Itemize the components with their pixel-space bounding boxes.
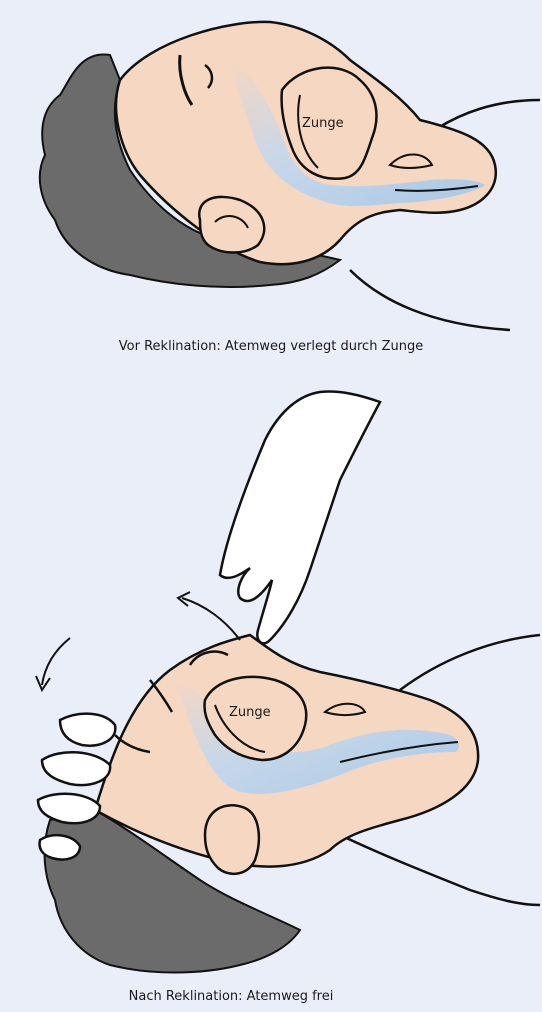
ear-bottom	[205, 805, 259, 874]
tongue-label-bottom: Zunge	[229, 705, 271, 720]
caption-before-reclination: Vor Reklination: Atemweg verlegt durch Z…	[0, 339, 542, 354]
tongue-label-top: Zunge	[302, 116, 344, 131]
panel-before-reclination: Zunge	[40, 22, 540, 330]
neck-line-bottom	[330, 830, 540, 905]
neck-line-top	[350, 270, 510, 330]
panel-after-reclination: Zunge	[36, 392, 540, 973]
tilt-arrow-icon	[42, 638, 70, 685]
chin-hand	[220, 392, 380, 644]
shoulder-line-bottom	[400, 635, 540, 690]
lift-arrow-icon	[182, 598, 240, 640]
caption-after-reclination: Nach Reklination: Atemweg frei	[0, 989, 502, 1004]
